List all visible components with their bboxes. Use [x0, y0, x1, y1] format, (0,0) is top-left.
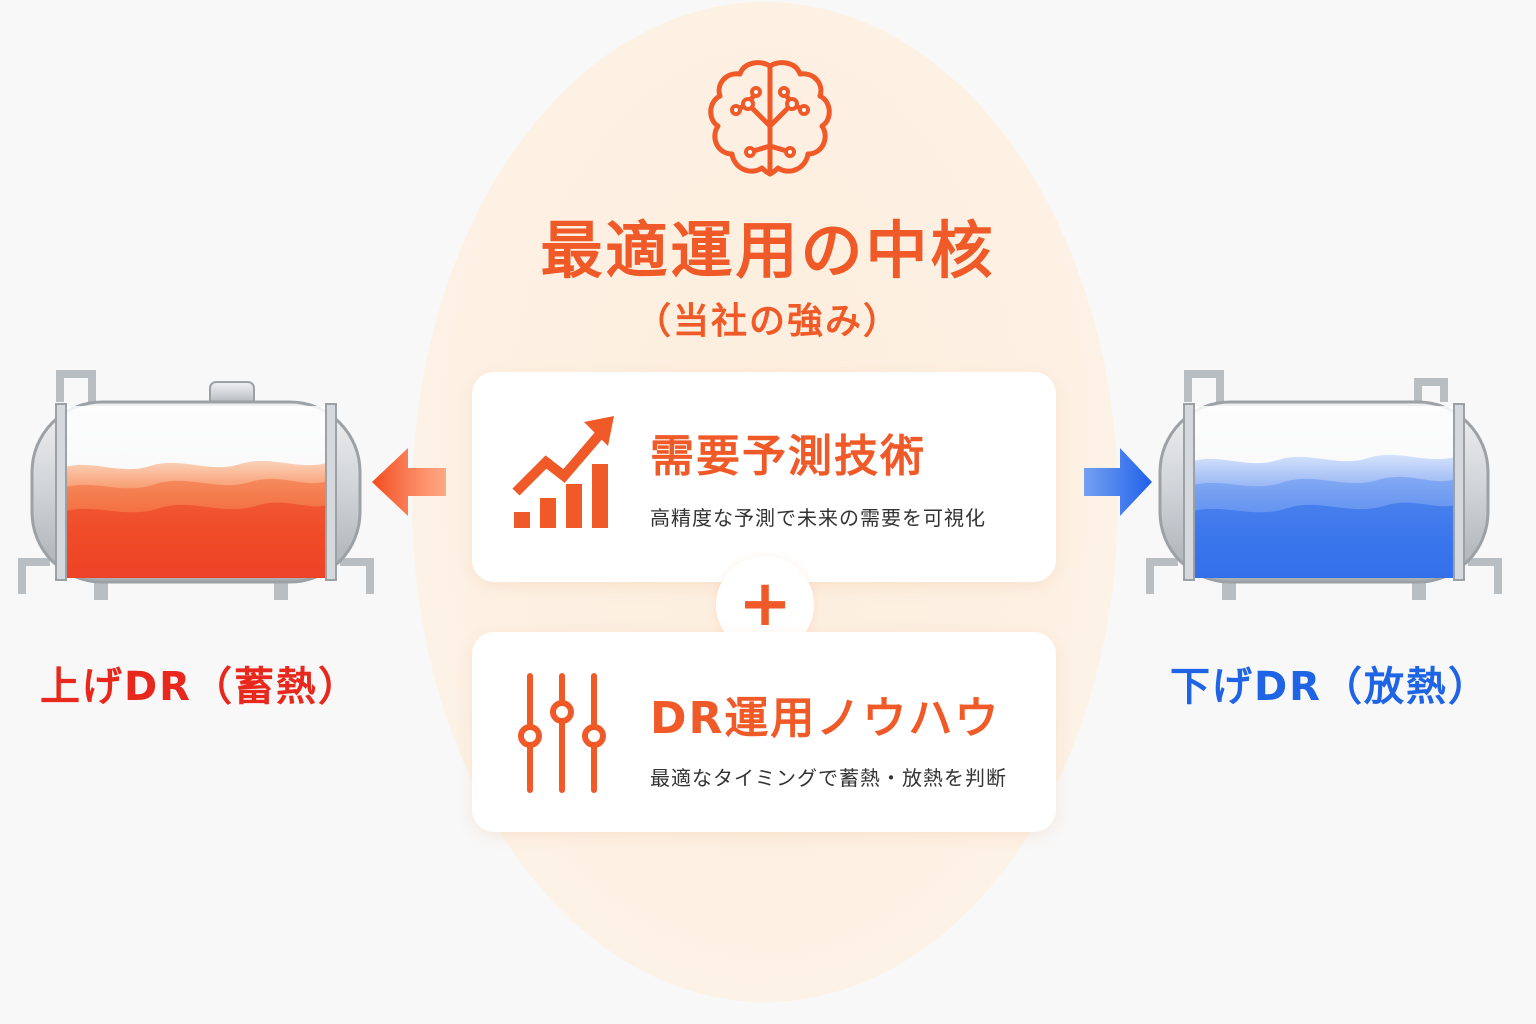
dr-knowhow-card: DR運用ノウハウ 最適なタイミングで蓄熱・放熱を判断	[472, 632, 1056, 832]
arrow-left-icon	[372, 448, 446, 516]
hot-tank-icon	[18, 370, 374, 600]
card-description: 高精度な予測で未来の需要を可視化	[650, 506, 986, 530]
arrow-right-icon	[1084, 448, 1152, 516]
demand-forecast-card: 需要予測技術 高精度な予測で未来の需要を可視化	[472, 372, 1056, 582]
charge-dr-label: 上げDR（蓄熱）	[39, 664, 360, 710]
core-title: 最適運用の中核	[540, 214, 996, 287]
slider-controls-icon	[518, 673, 606, 793]
card-title: DR運用ノウハウ	[650, 693, 1001, 744]
card-description: 最適なタイミングで蓄熱・放熱を判断	[650, 766, 1007, 790]
cold-tank-icon	[1146, 370, 1502, 600]
growth-chart-icon	[512, 416, 614, 528]
plus-icon: +	[738, 567, 792, 641]
card-title: 需要予測技術	[650, 431, 926, 482]
discharge-dr-label: 下げDR（放熱）	[1169, 664, 1490, 710]
core-subtitle: （当社の強み）	[634, 301, 901, 342]
brain-network-icon	[708, 60, 832, 177]
